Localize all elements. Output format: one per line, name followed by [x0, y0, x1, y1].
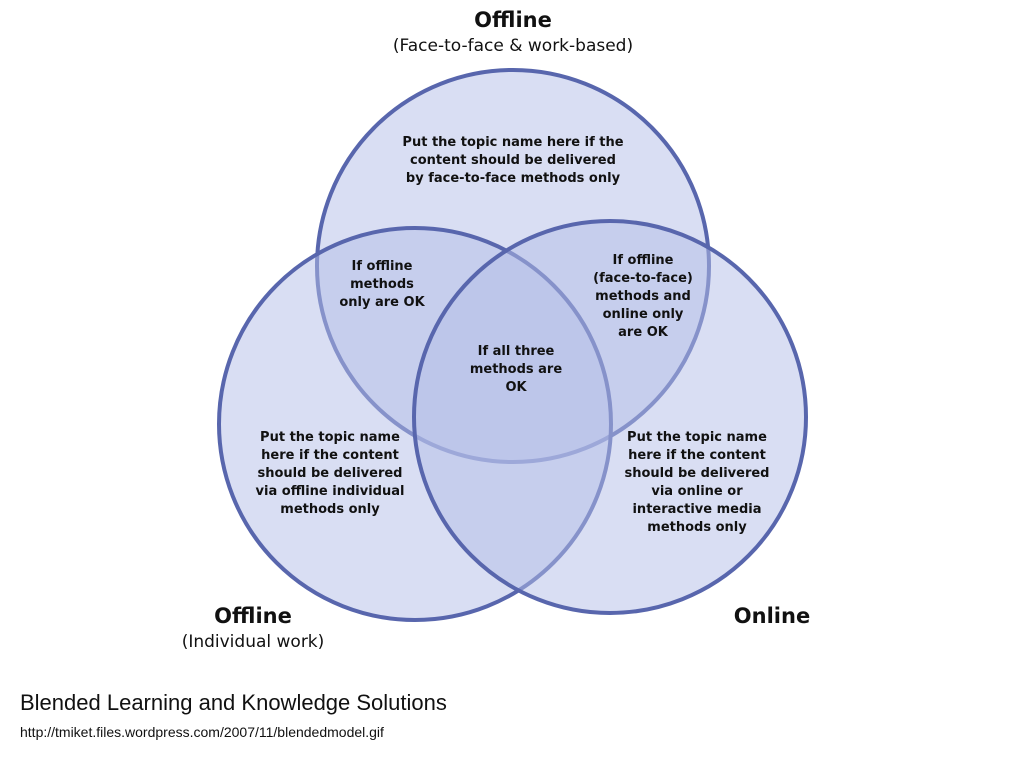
set-label-right: Online [672, 604, 872, 628]
region-face-to-face-and-online: If offline (face-to-face) methods and on… [593, 253, 693, 340]
venn-diagram [217, 68, 808, 622]
set-title-top: Offline [474, 8, 552, 32]
region-online-only: Put the topic name here if the content s… [624, 430, 770, 535]
caption: Blended Learning and Knowledge Solutions [20, 690, 447, 715]
region-all-three: If all three methods are OK [469, 344, 563, 395]
region-face-to-face-only: Put the topic name here if the content s… [402, 135, 624, 186]
set-label-top: Offline (Face-to-face & work-based) [313, 8, 713, 56]
circle-online [412, 219, 808, 615]
set-title-right: Online [733, 604, 811, 628]
set-title-left: Offline [214, 604, 292, 628]
set-subtitle-left: (Individual work) [181, 632, 325, 652]
region-offline-only: If offline methods only are OK [339, 259, 425, 310]
region-individual-only: Put the topic name here if the content s… [255, 430, 405, 517]
set-subtitle-top: (Face-to-face & work-based) [392, 36, 634, 56]
source-url[interactable]: http://tmiket.files.wordpress.com/2007/1… [20, 724, 384, 740]
set-label-left: Offline (Individual work) [153, 604, 353, 652]
